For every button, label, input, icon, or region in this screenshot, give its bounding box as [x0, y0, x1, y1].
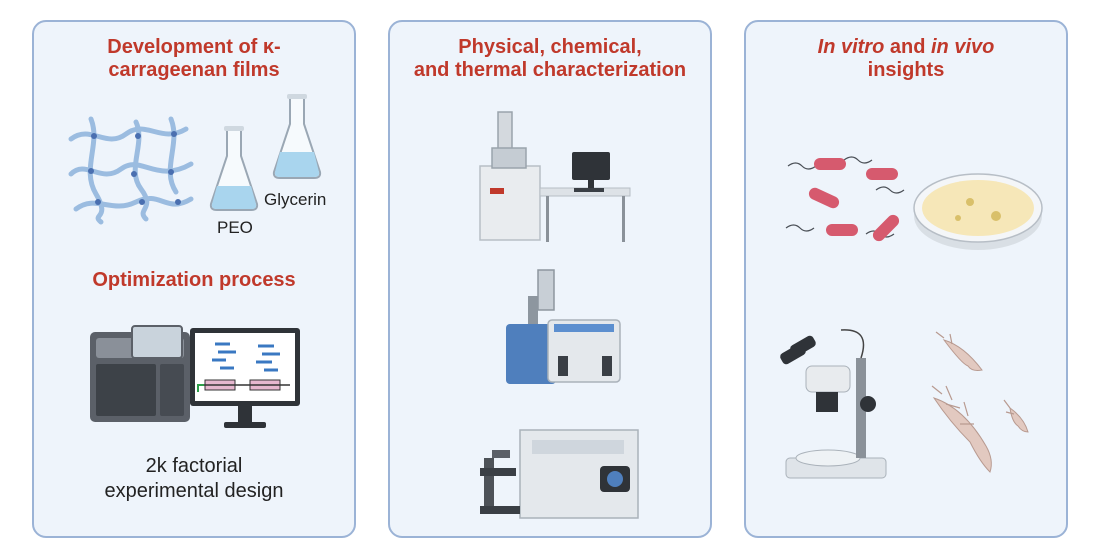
panel2-title: Physical, chemical, and thermal characte… — [390, 36, 710, 82]
panel-in-vitro-in-vivo: In vitro and in vivo insights — [744, 20, 1068, 538]
electron-microscope-icon — [479, 111, 631, 242]
peo-flask-icon — [209, 126, 259, 211]
panel2-title-line2: and thermal characterization — [413, 59, 687, 81]
title-in-vitro: In vitro — [817, 36, 885, 58]
polymer-network-icon — [68, 116, 194, 225]
panel3-title-line1: In vitro and in vivo — [746, 36, 1066, 59]
factorial-design-caption: 2k factorial experimental design — [34, 454, 354, 504]
title-in-vivo: in vivo — [930, 36, 995, 58]
panel-characterization: Physical, chemical, and thermal characte… — [388, 20, 712, 538]
sequencer-monitor-icon — [90, 325, 300, 428]
bacteria-icon — [785, 156, 905, 242]
petri-dish-icon — [913, 173, 1043, 250]
glycerin-flask-icon — [272, 94, 322, 179]
brine-shrimp-icon — [931, 331, 1029, 473]
panel3-title-line2: insights — [867, 59, 945, 81]
caption-line2: experimental design — [104, 480, 284, 502]
spectrometer-icon — [506, 269, 621, 384]
title-and: and — [884, 36, 931, 58]
thermal-analyzer-icon — [480, 429, 639, 519]
panel1-title: Development of κ- carrageenan films — [34, 36, 354, 82]
panel1-title-line1: Development of κ- — [107, 36, 281, 58]
panel1-title-line2: carrageenan films — [108, 59, 280, 81]
glycerin-label: Glycerin — [264, 190, 327, 209]
stereo-microscope-icon — [780, 329, 887, 479]
panel3-title: In vitro and in vivo insights — [746, 36, 1066, 82]
panel-film-development: Development of κ- carrageenan films PEO … — [32, 20, 356, 538]
peo-label: PEO — [217, 218, 253, 237]
panel2-title-line1: Physical, chemical, — [458, 36, 642, 58]
optimization-subtitle: Optimization process — [92, 269, 296, 291]
caption-line1: 2k factorial — [145, 455, 243, 477]
